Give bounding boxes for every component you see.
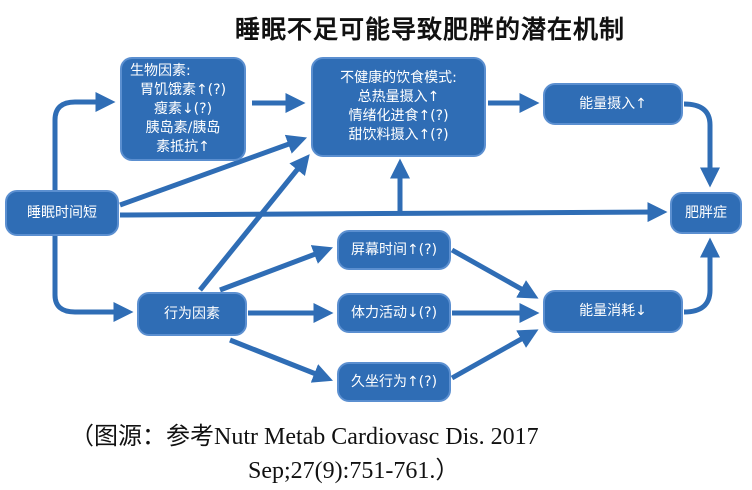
emotional-eating-line: 情绪化进食↑(?) bbox=[348, 108, 449, 124]
energy-expenditure-box: 能量消耗↓ bbox=[543, 290, 683, 333]
caption-line-2: Sep;27(9):751-761.） bbox=[248, 458, 460, 484]
screen-time-label: 屏幕时间↑(?) bbox=[350, 241, 438, 258]
physical-activity-box: 体力活动↓(?) bbox=[337, 293, 451, 333]
arrow-sleep-to-diet bbox=[119, 134, 308, 208]
obesity-label: 肥胖症 bbox=[685, 204, 727, 221]
sedentary-label: 久坐行为↑(?) bbox=[350, 373, 438, 390]
arrow-sleep-to-behavior bbox=[52, 235, 134, 322]
behavior-label: 行为因素 bbox=[164, 305, 220, 322]
arrow-intake-to-obesity bbox=[683, 101, 720, 188]
arrow-screen-to-expenditure bbox=[450, 247, 539, 299]
arrow-expenditure-to-obesity bbox=[683, 237, 720, 315]
sedentary-box: 久坐行为↑(?) bbox=[337, 362, 451, 402]
arrow-sleep-to-bio bbox=[52, 92, 116, 190]
arrow-behavior-to-screen bbox=[219, 245, 334, 293]
screen-time-box: 屏幕时间↑(?) bbox=[337, 230, 451, 270]
obesity-box: 肥胖症 bbox=[670, 192, 742, 234]
calorie-line: 总热量摄入↑ bbox=[357, 89, 440, 105]
insulin-line: 胰岛素/胰岛 bbox=[145, 119, 221, 136]
energy-expenditure-label: 能量消耗↓ bbox=[579, 303, 647, 319]
energy-intake-box: 能量摄入↑ bbox=[543, 83, 683, 125]
caption-line-1: （图源：参考Nutr Metab Cardiovasc Dis. 2017 bbox=[70, 424, 539, 450]
diagram-title: 睡眠不足可能导致肥胖的潜在机制 bbox=[234, 15, 625, 44]
arrow-behavior-to-diet bbox=[198, 154, 310, 292]
diet-heading: 不健康的饮食模式: bbox=[340, 70, 457, 86]
unhealthy-diet-box: 不健康的饮食模式: 总热量摄入↑ 情绪化进食↑(?) 甜饮料摄入↑(?) bbox=[311, 57, 486, 157]
arrow-behavior-to-sedentary bbox=[229, 337, 333, 383]
ghrelin-line: 胃饥饿素↑(?) bbox=[139, 81, 227, 98]
energy-intake-label: 能量摄入↑ bbox=[579, 95, 647, 112]
sweet-drink-line: 甜饮料摄入↑(?) bbox=[348, 127, 449, 143]
insulin-resistance-line: 素抵抗↑ bbox=[156, 138, 210, 155]
short-sleep-label: 睡眠时间短 bbox=[27, 204, 97, 221]
arrow-sleep-to-obesity bbox=[119, 202, 668, 223]
biological-heading: 生物因素: bbox=[130, 62, 191, 79]
arrow-sedentary-to-expenditure bbox=[450, 329, 539, 381]
behavior-factors-box: 行为因素 bbox=[137, 292, 247, 336]
short-sleep-box: 睡眠时间短 bbox=[5, 190, 119, 236]
physical-activity-label: 体力活动↓(?) bbox=[350, 304, 438, 321]
biological-factors-box: 生物因素: 胃饥饿素↑(?) 瘦素↓(?) 胰岛素/胰岛 素抵抗↑ bbox=[120, 57, 246, 161]
leptin-line: 瘦素↓(?) bbox=[153, 100, 213, 117]
